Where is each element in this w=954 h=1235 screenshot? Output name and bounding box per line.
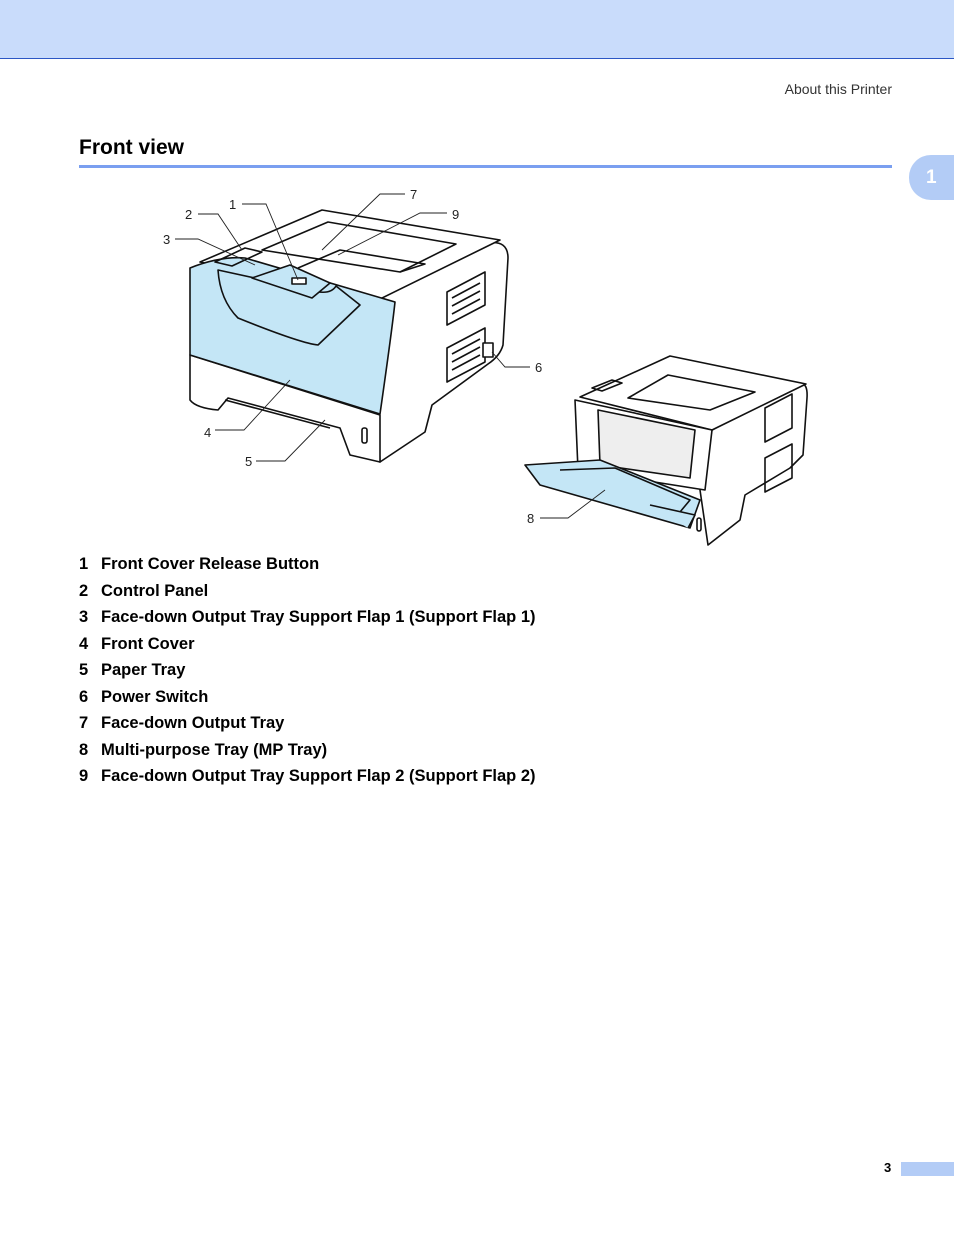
chapter-tab: 1 [909,155,954,200]
list-item: 9 Face-down Output Tray Support Flap 2 (S… [79,764,536,791]
printer-front-view-figure: 1 2 3 4 5 6 7 8 9 [150,180,830,555]
item-label: Face-down Output Tray Support Flap 1 (Su… [101,608,536,626]
list-item: 1 Front Cover Release Button [79,552,536,579]
item-number: 6 [79,687,89,706]
item-label: Front Cover Release Button [101,555,320,573]
list-item: 4 Front Cover [79,632,536,659]
item-number: 2 [79,581,89,600]
list-item: 6 Power Switch [79,685,536,712]
top-header-band [0,0,954,59]
chapter-number: 1 [926,166,937,188]
list-item: 3 Face-down Output Tray Support Flap 1 (S… [79,605,536,632]
item-label: Face-down Output Tray [101,714,285,732]
callout-8: 8 [527,511,534,526]
parts-list: 1 Front Cover Release Button 2 Control Pan… [79,552,536,791]
item-label: Face-down Output Tray Support Flap 2 (Su… [101,767,536,785]
printer-illustration: 1 2 3 4 5 6 7 8 9 [163,187,808,546]
running-header: About this Printer [784,81,892,97]
item-number: 8 [79,740,89,759]
section-rule [79,165,892,168]
callout-5: 5 [245,454,252,469]
item-label: Paper Tray [101,661,186,679]
callout-4: 4 [204,425,211,440]
list-item: 5 Paper Tray [79,658,536,685]
page-number: 3 [884,1160,892,1175]
list-item: 2 Control Panel [79,579,536,606]
item-label: Control Panel [101,581,209,600]
callout-9: 9 [452,207,459,222]
callout-1: 1 [229,197,236,212]
callout-6: 6 [535,360,542,375]
item-number: 4 [79,634,89,653]
item-label: Front Cover [101,634,195,653]
item-number: 1 [79,555,89,573]
callout-2: 2 [185,207,192,222]
callout-7: 7 [410,187,417,202]
footer-band [901,1162,954,1176]
item-label: Power Switch [101,687,209,706]
list-item: 8 Multi-purpose Tray (MP Tray) [79,738,536,765]
item-number: 5 [79,661,89,679]
section-title: Front view [79,136,185,159]
callout-3: 3 [163,232,170,247]
item-number: 9 [79,767,89,785]
item-number: 7 [79,714,89,732]
list-item: 7 Face-down Output Tray [79,711,536,738]
item-label: Multi-purpose Tray (MP Tray) [101,740,328,759]
item-number: 3 [79,608,89,626]
